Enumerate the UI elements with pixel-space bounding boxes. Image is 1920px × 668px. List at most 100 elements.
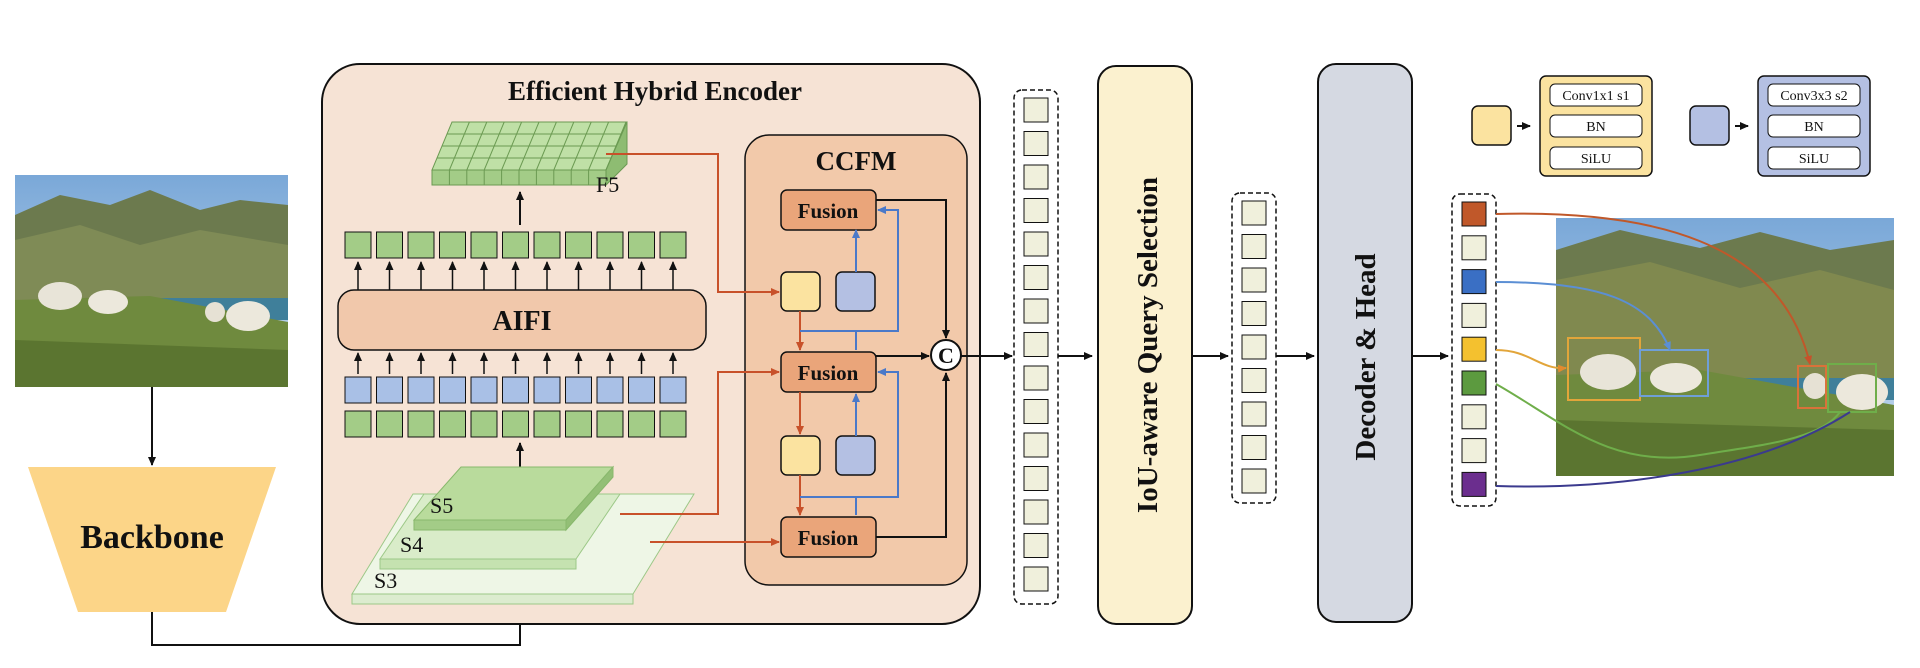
detection-box-3: [1797, 365, 1827, 409]
backbone-label: Backbone: [80, 519, 224, 556]
encoder-token-cell: [1023, 432, 1049, 458]
legend-yellow-layer-1: Conv1x1 s1: [1562, 89, 1629, 104]
s5-layer-side: [565, 465, 614, 532]
s3-layer-front: [351, 593, 634, 605]
selected-query-cell: [1241, 301, 1267, 326]
flattened-feature-token: [407, 410, 435, 438]
ccfm-blue-arrows: [800, 206, 899, 515]
aifi-output-tokens: [344, 231, 687, 259]
position-embedding-token: [407, 376, 435, 404]
position-embedding-token: [565, 376, 592, 404]
fusion-block-middle: Fusion: [780, 351, 877, 393]
f5-feature-grid: [431, 121, 628, 187]
legend-yellow-layer-2: BN: [1586, 120, 1605, 135]
s3-label: S3: [374, 568, 397, 593]
encoder-token-cell: [1023, 298, 1049, 324]
fusion-label-top: Fusion: [798, 199, 859, 223]
position-embedding-token: [596, 376, 624, 404]
encoder-token-cell: [1023, 164, 1049, 190]
selected-query-column: [1231, 192, 1277, 504]
fusion-label-bottom: Fusion: [798, 526, 859, 550]
output-query-cell: [1461, 438, 1487, 464]
legend-blue-swatch: [1689, 105, 1730, 146]
encoder-token-cell: [1023, 97, 1049, 123]
conv1x1-block-upper: [780, 271, 821, 312]
aifi-output-token: [407, 231, 435, 259]
ccfm-title: CCFM: [816, 146, 897, 176]
legend-yellow-swatch: [1471, 105, 1512, 146]
flattened-feature-token: [470, 410, 498, 438]
flattened-feature-token: [502, 410, 529, 438]
legend-conv1x1: Conv1x1 s1 BN SiLU: [1471, 75, 1653, 177]
decoder-head-panel: [1317, 63, 1413, 623]
query-selection-panel: [1097, 65, 1193, 625]
encoder-token-cell: [1023, 131, 1049, 156]
aifi-input-arrows: [354, 352, 677, 374]
encoder-token-cell: [1023, 231, 1049, 257]
encoder-token-cell: [1023, 533, 1049, 558]
aifi-output-token: [470, 231, 498, 259]
encoder-token-cell: [1023, 198, 1049, 223]
encoder-title: Efficient Hybrid Encoder: [508, 76, 802, 106]
feature-pyramid: [351, 465, 695, 605]
selected-query-cell: [1241, 401, 1267, 427]
conv3x3-block-lower: [835, 435, 876, 476]
flattened-s5-tokens: [344, 410, 687, 438]
query-to-detection-curves: [1495, 212, 1851, 488]
flattened-feature-token: [565, 410, 592, 438]
selected-query-cell: [1241, 468, 1267, 494]
selected-query-cell: [1241, 234, 1267, 259]
query-selection-label: IoU-aware Query Selection: [1132, 177, 1164, 513]
output-query-cell: [1461, 404, 1487, 430]
backbone-trapezoid: [28, 467, 276, 612]
flattened-feature-token: [596, 410, 624, 438]
output-query-cell: [1461, 336, 1487, 362]
detection-box-4: [1827, 363, 1877, 413]
aifi-output-token: [502, 231, 529, 259]
aifi-output-token: [659, 231, 687, 259]
position-embedding-token: [470, 376, 498, 404]
fusion-block-top: Fusion: [780, 189, 877, 231]
fusion-label-middle: Fusion: [798, 361, 859, 385]
encoder-token-cells: [1023, 97, 1049, 592]
selected-query-cell: [1241, 334, 1267, 360]
aifi-output-token: [565, 231, 592, 259]
encoder-token-cell: [1023, 466, 1049, 491]
position-embedding-token: [344, 376, 372, 404]
aifi-block: [337, 289, 707, 351]
selected-query-cells: [1241, 200, 1267, 494]
legend-conv3x3: Conv3x3 s2 BN SiLU: [1689, 75, 1871, 177]
s5-layer-front: [413, 519, 567, 531]
aifi-output-token: [439, 231, 466, 259]
input-image: [15, 175, 288, 387]
decoder-head-label: Decoder & Head: [1350, 253, 1382, 460]
position-embedding-tokens: [344, 376, 687, 404]
flattened-feature-token: [533, 410, 561, 438]
encoder-token-cell: [1023, 566, 1049, 592]
legend-yellow-layer-3: SiLU: [1581, 152, 1611, 167]
output-query-cell: [1461, 201, 1487, 227]
conv3x3-block-upper: [835, 271, 876, 312]
fusion-block-bottom: Fusion: [780, 516, 877, 558]
encoder-token-cell: [1023, 365, 1049, 391]
aifi-output-token: [533, 231, 561, 259]
legend-blue-layer-2: BN: [1804, 120, 1823, 135]
flattened-feature-token: [376, 410, 403, 438]
s4-layer-front: [379, 558, 577, 570]
aifi-output-token: [628, 231, 655, 259]
output-query-cell: [1461, 235, 1487, 261]
encoder-token-cell: [1023, 399, 1049, 424]
f5-label: F5: [596, 172, 619, 197]
aifi-label: AIFI: [492, 306, 551, 337]
selected-query-cell: [1241, 267, 1267, 293]
s4-label: S4: [400, 532, 423, 557]
output-query-cell: [1461, 370, 1487, 396]
output-query-cell: [1461, 302, 1487, 328]
output-query-cell: [1461, 269, 1487, 295]
position-embedding-token: [502, 376, 529, 404]
encoder-token-cell: [1023, 499, 1049, 525]
encoder-token-cell: [1023, 332, 1049, 357]
concat-operator: C: [930, 339, 962, 371]
fusion-to-concat-arrows: [876, 199, 950, 538]
